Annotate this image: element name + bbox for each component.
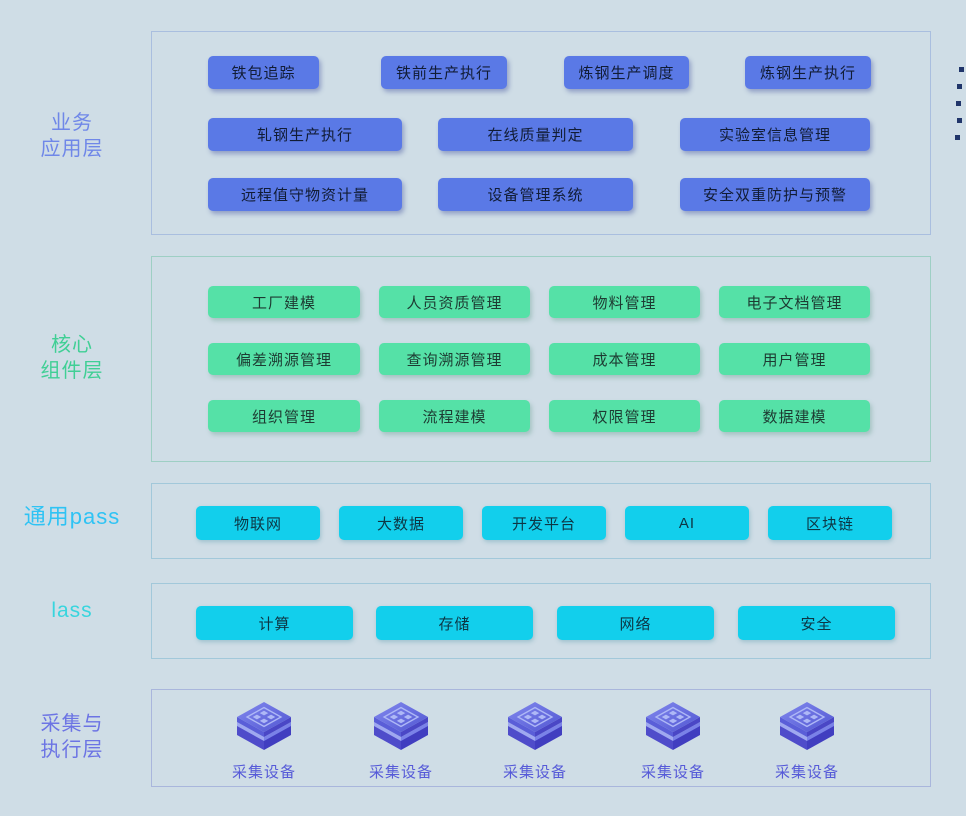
device-label: 采集设备 <box>231 764 296 781</box>
app-module-button[interactable]: 远程值守物资计量 <box>208 178 402 211</box>
paas-service-button[interactable]: 开发平台 <box>482 506 606 540</box>
layer-label-iaas: lass <box>51 599 93 622</box>
layer-label-line: 组件层 <box>40 360 104 382</box>
core-module-button[interactable]: 流程建模 <box>379 400 530 432</box>
panel-core-layer: 工厂建模 人员资质管理 物料管理 电子文档管理 偏差溯源管理 查询溯源管理 成本… <box>151 256 931 462</box>
collection-device-icon <box>237 702 291 750</box>
collection-device-icon <box>646 702 700 750</box>
core-module-button[interactable]: 物料管理 <box>549 286 700 318</box>
app-module-button[interactable]: 铁前生产执行 <box>381 56 507 89</box>
layer-label-edge: 采集与 执行层 <box>2 711 142 763</box>
paas-service-button[interactable]: 大数据 <box>339 506 463 540</box>
app-module-button[interactable]: 炼钢生产调度 <box>564 56 689 89</box>
iaas-service-button[interactable]: 安全 <box>738 606 895 640</box>
layer-label-line: 应用层 <box>40 138 104 160</box>
edge-dash-icon <box>959 67 964 72</box>
layer-label-line: 执行层 <box>40 739 104 761</box>
layer-label-core: 核心 组件层 <box>2 332 142 384</box>
panel-business-layer: 铁包追踪 铁前生产执行 炼钢生产调度 炼钢生产执行 轧钢生产执行 在线质量判定 … <box>151 31 931 235</box>
panel-paas-layer: 物联网 大数据 开发平台 AI 区块链 <box>151 483 931 559</box>
core-module-button[interactable]: 权限管理 <box>549 400 700 432</box>
app-module-button[interactable]: 安全双重防护与预警 <box>680 178 870 211</box>
edge-dash-icon <box>956 101 961 106</box>
layer-label-line: 业务 <box>51 112 93 134</box>
iaas-service-button[interactable]: 网络 <box>557 606 714 640</box>
layer-label-business: 业务 应用层 <box>2 110 142 162</box>
panel-iaas-layer: 计算 存储 网络 安全 <box>151 583 931 659</box>
layer-label-paas: 通用pass <box>23 504 121 529</box>
collection-device: 采集设备 <box>229 696 299 782</box>
layer-label-line: 核心 <box>51 334 93 356</box>
collection-device: 采集设备 <box>500 696 570 782</box>
iaas-service-button[interactable]: 存储 <box>376 606 533 640</box>
device-label: 采集设备 <box>368 764 433 781</box>
collection-device: 采集设备 <box>366 696 436 782</box>
paas-service-button[interactable]: AI <box>625 506 749 540</box>
app-module-button[interactable]: 轧钢生产执行 <box>208 118 402 151</box>
collection-device-icon <box>508 702 562 750</box>
core-module-button[interactable]: 数据建模 <box>719 400 870 432</box>
device-label: 采集设备 <box>774 764 839 781</box>
core-module-button[interactable]: 用户管理 <box>719 343 870 375</box>
core-module-button[interactable]: 人员资质管理 <box>379 286 530 318</box>
panel-edge-layer: 采集设备 采集设备 <box>151 689 931 787</box>
app-module-button[interactable]: 在线质量判定 <box>438 118 633 151</box>
paas-service-button[interactable]: 物联网 <box>196 506 320 540</box>
core-module-button[interactable]: 工厂建模 <box>208 286 360 318</box>
paas-service-button[interactable]: 区块链 <box>768 506 892 540</box>
edge-dash-icon <box>955 135 960 140</box>
collection-device: 采集设备 <box>638 696 708 782</box>
core-module-button[interactable]: 查询溯源管理 <box>379 343 530 375</box>
app-module-button[interactable]: 铁包追踪 <box>208 56 319 89</box>
app-module-button[interactable]: 实验室信息管理 <box>680 118 870 151</box>
core-module-button[interactable]: 偏差溯源管理 <box>208 343 360 375</box>
app-module-button[interactable]: 设备管理系统 <box>438 178 633 211</box>
edge-dash-icon <box>957 118 962 123</box>
iaas-service-button[interactable]: 计算 <box>196 606 353 640</box>
core-module-button[interactable]: 电子文档管理 <box>719 286 870 318</box>
collection-device-icon <box>780 702 834 750</box>
device-label: 采集设备 <box>640 764 705 781</box>
core-module-button[interactable]: 组织管理 <box>208 400 360 432</box>
app-module-button[interactable]: 炼钢生产执行 <box>745 56 871 89</box>
device-label: 采集设备 <box>502 764 567 781</box>
edge-dash-icon <box>957 84 962 89</box>
collection-device: 采集设备 <box>772 696 842 782</box>
collection-device-icon <box>374 702 428 750</box>
core-module-button[interactable]: 成本管理 <box>549 343 700 375</box>
layer-label-line: 采集与 <box>40 713 104 735</box>
